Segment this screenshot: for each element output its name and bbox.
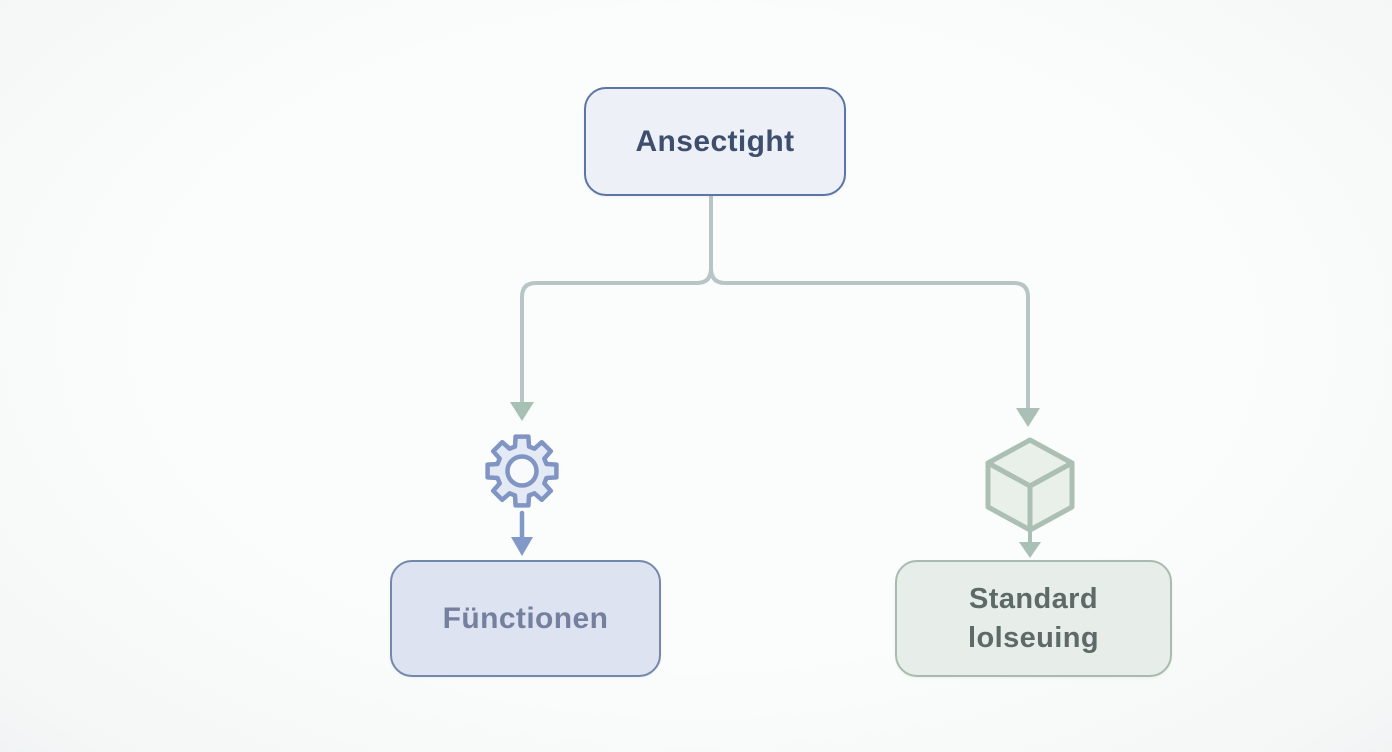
branch-line-left [520, 191, 713, 406]
cube-icon [985, 437, 1075, 533]
gear-to-node-arrow-icon [511, 510, 533, 556]
node-standard-label: Standard lolseuing [968, 583, 1099, 654]
node-functionen-label: Fünctionen [442, 601, 609, 635]
node-root: Ansectight [584, 87, 846, 196]
node-root-label: Ansectight [635, 124, 795, 158]
gear-icon [485, 434, 559, 508]
node-functionen: Fünctionen [390, 560, 661, 677]
branch-line-right [709, 191, 1030, 412]
arrowhead-to-cube-icon [1016, 408, 1040, 427]
arrowhead-to-gear-icon [510, 402, 534, 421]
cube-to-node-arrow-icon [1019, 529, 1041, 558]
node-standard-lolseuing: Standard lolseuing [895, 560, 1172, 677]
